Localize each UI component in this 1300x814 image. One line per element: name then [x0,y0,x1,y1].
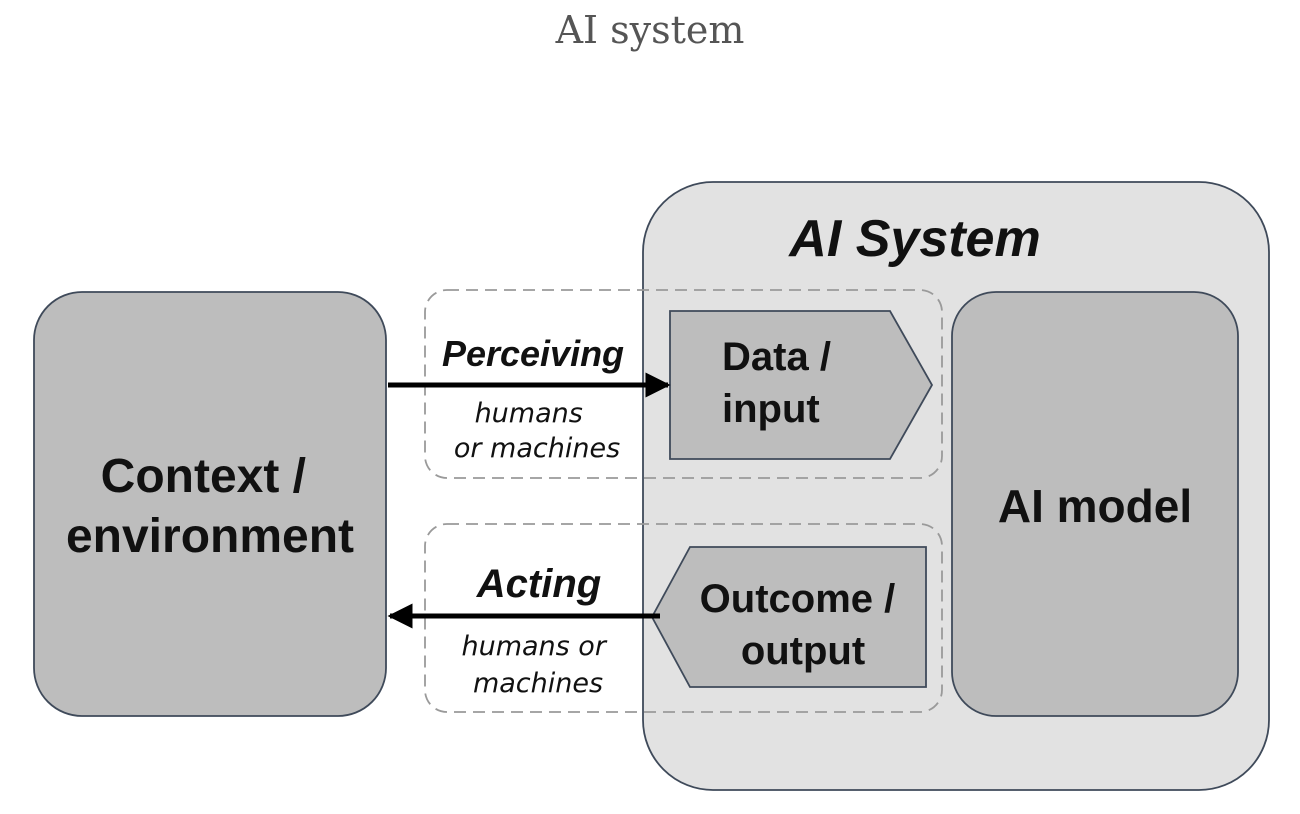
data-input-line-1: Data / [722,335,831,379]
acting-label: Acting [476,562,601,606]
outcome-output-line-2: output [741,629,865,673]
acting-sub: humans or machines [461,631,614,699]
acting-sub-line-1: humans or [461,631,607,662]
data-input-line-2: input [722,387,820,431]
perceiving-label: Perceiving [442,333,624,374]
ai-system-title: AI System [787,210,1040,268]
perceiving-sub-line-1: humans [475,398,583,429]
perceiving-sub: humans or machines [454,398,620,464]
ai-model-box [951,291,1239,717]
outcome-output-line-1: Outcome / [700,577,896,621]
acting-sub-line-2: machines [473,668,603,699]
data-input-shape [669,310,934,460]
outcome-output-label: Outcome / output [700,577,907,673]
context-label: Context / environment [66,450,354,563]
context-label-line-1: Context / [101,450,306,503]
page-title: AI system [555,8,745,52]
context-label-line-2: environment [66,510,354,563]
data-input-label: Data / input [722,335,842,431]
context-environment-box [33,291,387,717]
ai-model-label: AI model [998,480,1192,532]
outcome-output-shape [650,546,927,688]
perceiving-sub-line-2: or machines [454,433,620,464]
